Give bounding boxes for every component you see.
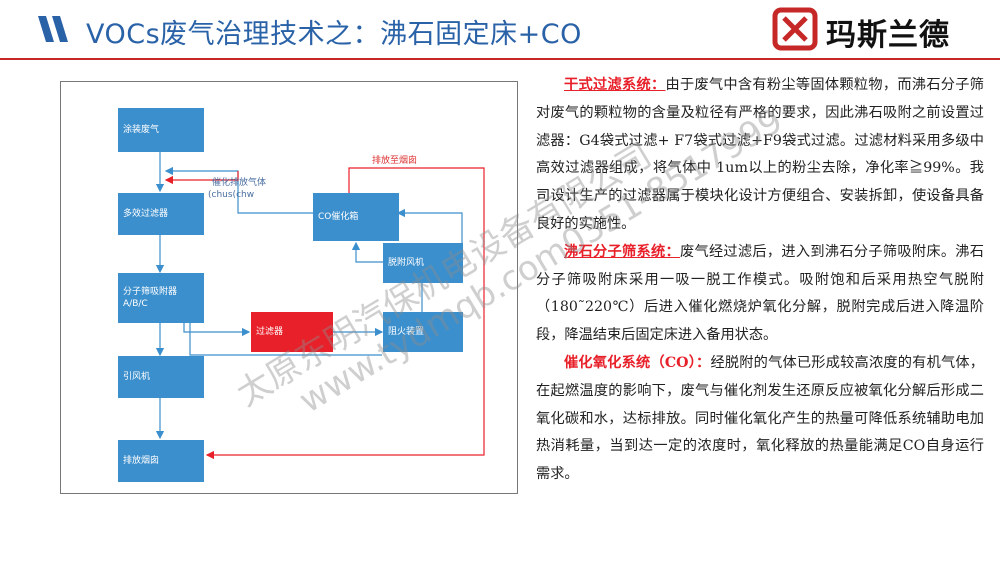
heading-catalytic: 催化氧化系统（CO）：: [564, 354, 711, 371]
node-zeolite-adsorber-label: 分子筛吸附器: [123, 287, 178, 297]
node-coating-gas-label: 涂装废气: [123, 125, 160, 135]
company-logo-icon: [772, 7, 818, 51]
paragraph-catalytic: 催化氧化系统（CO）：经脱附的气体已形成较高浓度的有机气体，在起燃温度的影响下，…: [536, 350, 984, 489]
node-filter: 过滤器: [251, 312, 333, 352]
node-flame-arrester-label: 阻火装置: [388, 327, 425, 337]
node-exhaust-stack: 排放烟囱: [118, 440, 204, 482]
node-desorb-fan-label: 脱附风机: [388, 258, 425, 268]
label-catalytic-exhaust-sub: (chus(chw: [208, 190, 254, 201]
node-filter-label: 过滤器: [256, 327, 284, 337]
node-multi-filter: 多效过滤器: [118, 193, 204, 235]
node-desorb-fan: 脱附风机: [383, 243, 463, 283]
node-exhaust-stack-label: 排放烟囱: [123, 456, 160, 466]
node-induced-fan-label: 引风机: [123, 372, 151, 382]
node-multi-filter-label: 多效过滤器: [123, 209, 169, 219]
paragraph-dry-filter: 干式过滤系统：由于废气中含有粉尘等固体颗粒物，而沸石分子筛对废气的颗粒物的含量及…: [536, 72, 984, 239]
header-divider: [0, 58, 1000, 60]
page-title: VOCs废气治理技术之：沸石固定床+CO: [86, 19, 582, 50]
node-zeolite-adsorber-sublabel: A/B/C: [123, 299, 148, 309]
body-dry-filter: 由于废气中含有粉尘等固体颗粒物，而沸石分子筛对废气的颗粒物的含量及粒径有严格的要…: [536, 77, 984, 232]
label-catalytic-exhaust: 催化排放气体: [212, 178, 266, 189]
label-catalytic-exhaust-sub-text: (chus(chw: [208, 190, 255, 200]
heading-zeolite: 沸石分子筛系统：: [564, 243, 680, 260]
node-co-box: CO催化箱: [313, 193, 399, 241]
node-induced-fan: 引风机: [118, 356, 204, 398]
company-logo-text: 玛斯兰德: [826, 18, 950, 53]
node-coating-gas: 涂装废气: [118, 108, 204, 152]
label-to-stack: 排放至烟囱: [372, 156, 417, 167]
slide-header: VOCs废气治理技术之：沸石固定床+CO 玛斯兰德: [0, 0, 1000, 62]
description-text: 干式过滤系统：由于废气中含有粉尘等固体颗粒物，而沸石分子筛对废气的颗粒物的含量及…: [536, 72, 984, 489]
label-to-stack-text: 排放至烟囱: [372, 156, 418, 166]
node-flame-arrester: 阻火装置: [383, 312, 463, 352]
node-co-box-label: CO催化箱: [318, 212, 359, 222]
process-diagram-frame: [60, 81, 518, 494]
label-catalytic-exhaust-text: 催化排放气体: [212, 178, 267, 188]
heading-dry-filter: 干式过滤系统：: [564, 77, 666, 93]
body-zeolite: 废气经过滤后，进入到沸石分子筛吸附床。沸石分子筛吸附床采用一吸一脱工作模式。吸附…: [536, 243, 984, 344]
body-catalytic: 经脱附的气体已形成较高浓度的有机气体，在起燃温度的影响下，废气与催化剂发生还原反…: [536, 354, 984, 483]
title-bars-icon: [38, 16, 68, 42]
paragraph-zeolite: 沸石分子筛系统：废气经过滤后，进入到沸石分子筛吸附床。沸石分子筛吸附床采用一吸一…: [536, 239, 984, 350]
node-zeolite-adsorber: 分子筛吸附器 A/B/C: [118, 273, 204, 323]
